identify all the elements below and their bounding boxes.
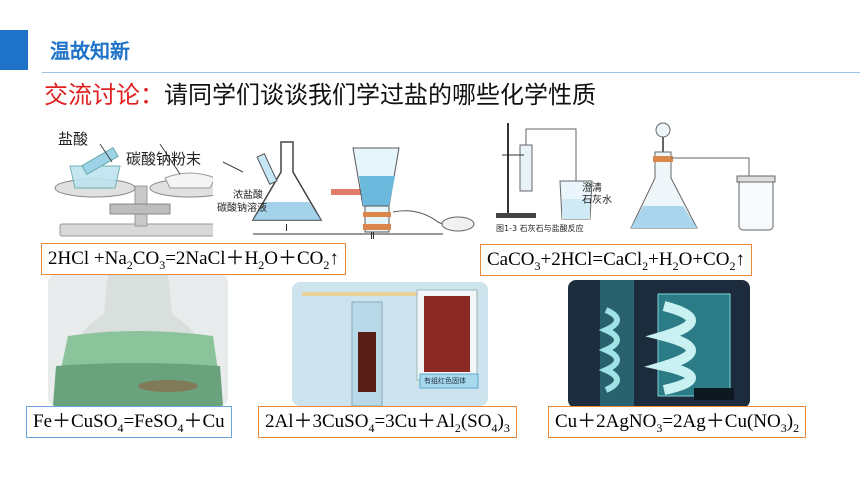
eq-text: +2HCl=CaCl bbox=[540, 249, 643, 270]
eq-subscript: 3 bbox=[534, 258, 541, 273]
aluminum-copper-sulfate-photo: 有组红色固体 bbox=[292, 282, 488, 406]
label-sodium-carbonate-solution: 碳酸钠溶液 bbox=[217, 203, 267, 214]
equation-copper-silver-nitrate: Cu＋2AgNO3=2Ag＋Cu(NO3)2 bbox=[548, 406, 807, 438]
figure-caption: 图1-3 石灰石与盐酸反应 bbox=[496, 224, 584, 233]
equation-hcl-sodium-carbonate: 2HCl +Na2CO3=2NaCl＋H2O＋CO2↑ bbox=[41, 243, 346, 275]
eq-subscript: 2 bbox=[258, 257, 265, 272]
eq-subscript: 2 bbox=[642, 258, 649, 273]
eq-text: ↑ bbox=[329, 248, 339, 269]
label-clear: 澄清 bbox=[582, 183, 602, 194]
eq-subscript: 4 bbox=[491, 420, 498, 435]
eq-text: Cu＋2AgNO bbox=[555, 411, 657, 432]
eq-text: CO bbox=[132, 248, 160, 269]
label-limewater: 石灰水 bbox=[582, 195, 612, 206]
iron-copper-sulfate-photo bbox=[48, 274, 228, 406]
eq-subscript: 2 bbox=[323, 257, 330, 272]
eq-subscript: 4 bbox=[368, 420, 375, 435]
label-concentrated-hcl: 浓盐酸 bbox=[233, 190, 263, 201]
discussion-prompt: 交流讨论：请同学们谈谈我们学过盐的哪些化学性质 bbox=[44, 75, 596, 110]
red-solid-tag: 有组红色固体 bbox=[424, 377, 466, 385]
label-hydrochloric-acid: 盐酸 bbox=[58, 130, 89, 148]
eq-text: ↑ bbox=[735, 249, 745, 270]
label-setup-I: Ⅰ bbox=[285, 223, 288, 234]
eq-text: =2Ag＋Cu(NO bbox=[662, 411, 781, 432]
equation-aluminum-copper-sulfate: 2Al＋3CuSO4=3Cu＋Al2(SO4)3 bbox=[258, 406, 517, 438]
eq-subscript: 2 bbox=[729, 258, 736, 273]
gas-generation-illustration bbox=[625, 118, 785, 240]
label-setup-II: Ⅱ bbox=[370, 231, 375, 242]
eq-subscript: 2 bbox=[126, 257, 133, 272]
header-divider bbox=[42, 72, 860, 73]
eq-subscript: 3 bbox=[780, 420, 787, 435]
eq-subscript: 2 bbox=[793, 420, 800, 435]
discussion-question: 请同学们谈谈我们学过盐的哪些化学性质 bbox=[164, 81, 596, 109]
eq-text: O+CO bbox=[678, 249, 730, 270]
copper-silver-nitrate-photo bbox=[568, 280, 750, 408]
eq-text: ＋Cu bbox=[183, 411, 225, 432]
eq-text: =FeSO bbox=[123, 411, 178, 432]
eq-subscript: 2 bbox=[454, 420, 461, 435]
limestone-reaction-illustration: 澄清 石灰水 图1-3 石灰石与盐酸反应 bbox=[490, 115, 620, 239]
eq-text: 2Al＋3CuSO bbox=[265, 411, 369, 432]
eq-text: =3Cu＋Al bbox=[374, 411, 455, 432]
header-title: 温故知新 bbox=[50, 39, 130, 63]
discussion-label: 交流讨论 bbox=[44, 81, 140, 109]
eq-text: Fe＋CuSO bbox=[33, 411, 118, 432]
eq-subscript: 4 bbox=[177, 420, 184, 435]
eq-subscript: 3 bbox=[656, 420, 663, 435]
eq-subscript: 4 bbox=[117, 420, 124, 435]
eq-subscript: 2 bbox=[672, 258, 679, 273]
label-sodium-carbonate-powder: 碳酸钠粉末 bbox=[126, 150, 202, 168]
eq-text: CaCO bbox=[487, 249, 535, 270]
equation-iron-copper-sulfate: Fe＋CuSO4=FeSO4＋Cu bbox=[26, 406, 232, 438]
eq-subscript: 3 bbox=[503, 420, 510, 435]
eq-text: ) bbox=[497, 411, 504, 432]
header-accent-bar bbox=[0, 30, 28, 70]
eq-subscript: 3 bbox=[159, 257, 166, 272]
discussion-separator: ： bbox=[140, 81, 164, 109]
eq-text: =2NaCl＋H bbox=[165, 248, 259, 269]
eq-text: ) bbox=[786, 411, 794, 432]
eq-text: (SO bbox=[460, 411, 492, 432]
eq-text: O＋CO bbox=[264, 248, 324, 269]
eq-text: 2HCl +Na bbox=[48, 248, 127, 269]
eq-text: +H bbox=[648, 249, 673, 270]
flask-apparatus-illustration: 浓盐酸 碳酸钠溶液 Ⅰ Ⅱ bbox=[213, 132, 478, 244]
equation-calcium-carbonate-hcl: CaCO3+2HCl=CaCl2+H2O+CO2↑ bbox=[480, 244, 752, 276]
